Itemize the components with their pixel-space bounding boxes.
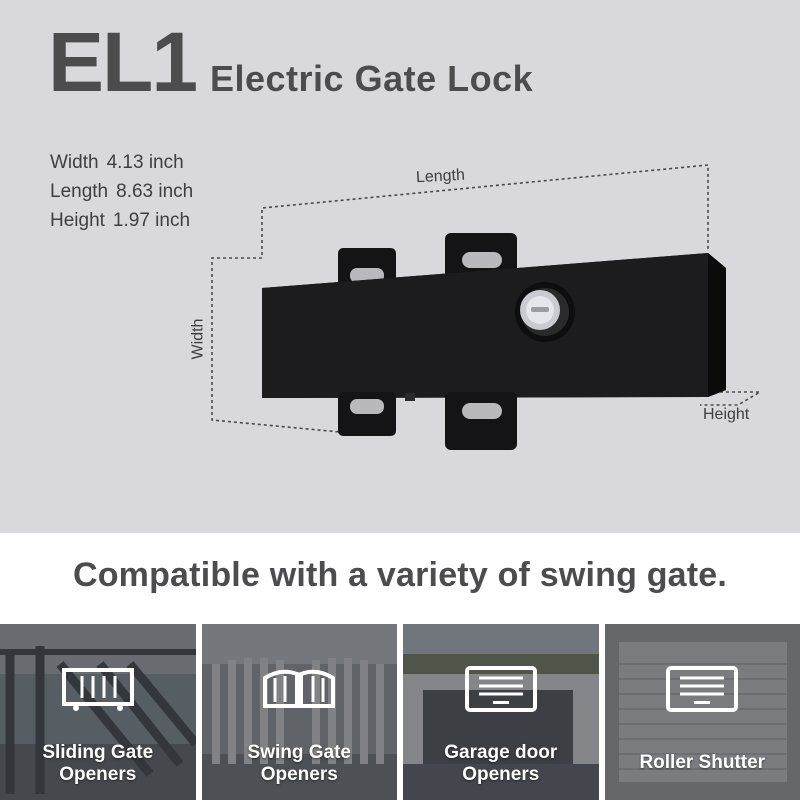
card-sliding-gate: Sliding Gate Openers bbox=[0, 624, 196, 800]
card-roller-shutter: Roller Shutter bbox=[604, 624, 800, 800]
spec-length: Length 8.63 inch bbox=[50, 177, 193, 206]
dimension-lines bbox=[211, 164, 763, 433]
card-label-line1: Roller Shutter bbox=[639, 752, 766, 773]
spec-value: 8.63 inch bbox=[116, 181, 194, 202]
card-label-line2: Openers bbox=[260, 764, 338, 785]
spec-value: 1.97 inch bbox=[112, 210, 191, 231]
spec-label: Width bbox=[50, 152, 99, 173]
card-label-line2: Openers bbox=[59, 764, 137, 785]
sliding-gate-photo bbox=[0, 624, 196, 800]
garage-door-photo bbox=[403, 624, 599, 800]
card-swing-gate: Swing Gate Openers bbox=[201, 624, 398, 800]
mounting-tab-front bbox=[338, 392, 517, 450]
card-label-line1: Swing Gate bbox=[247, 742, 351, 763]
swing-gate-icon bbox=[263, 669, 336, 708]
spec-list: Width 4.13 inch Length 8.63 inch Height 1.9… bbox=[50, 148, 193, 235]
spec-height: Height 1.97 inch bbox=[50, 206, 193, 235]
card-label: Roller Shutter bbox=[605, 752, 800, 774]
dimension-width-label: Width bbox=[189, 318, 207, 360]
roller-shutter-icon bbox=[666, 666, 739, 712]
card-garage-door: Garage door Openers bbox=[403, 624, 599, 800]
spec-width: Width 4.13 inch bbox=[50, 148, 193, 177]
key-cylinder-icon bbox=[515, 282, 575, 342]
swing-gate-photo bbox=[201, 624, 397, 800]
card-overlay bbox=[201, 624, 397, 800]
card-overlay bbox=[0, 624, 196, 800]
card-label: Swing Gate Openers bbox=[202, 742, 398, 786]
card-label: Garage door Openers bbox=[403, 742, 599, 786]
compatibility-cards: Sliding Gate Openers Swing Gate Open bbox=[0, 624, 800, 800]
sliding-gate-icon bbox=[61, 668, 134, 711]
card-label-line1: Garage door bbox=[444, 742, 558, 763]
lock-body bbox=[262, 253, 726, 398]
spec-value: 4.13 inch bbox=[106, 152, 184, 173]
compatibility-title: Compatible with a variety of swing gate. bbox=[72, 556, 728, 594]
dimension-height-label: Height bbox=[703, 406, 750, 423]
product-title: Electric Gate Lock bbox=[210, 58, 534, 99]
model-name: EL1 bbox=[48, 15, 198, 109]
card-label: Sliding Gate Openers bbox=[0, 742, 196, 786]
spec-label: Height bbox=[50, 210, 105, 231]
card-label-line2: Openers bbox=[462, 764, 540, 785]
garage-door-icon bbox=[464, 666, 537, 712]
gate-lock-drawing bbox=[211, 164, 763, 450]
card-label-line1: Sliding Gate bbox=[42, 742, 154, 763]
spec-label: Length bbox=[50, 181, 109, 202]
dimension-length-label: Length bbox=[415, 166, 466, 187]
